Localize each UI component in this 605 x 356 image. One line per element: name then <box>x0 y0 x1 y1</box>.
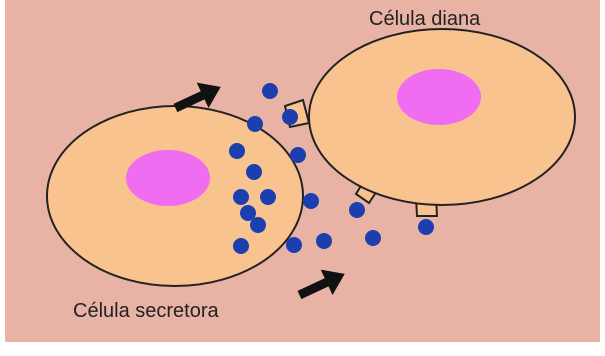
molecule <box>233 189 249 205</box>
molecule <box>418 219 434 235</box>
molecule <box>365 230 381 246</box>
molecule <box>246 164 262 180</box>
molecule <box>290 147 306 163</box>
molecule <box>316 233 332 249</box>
secretory-cell-nucleus <box>126 150 210 206</box>
molecule <box>349 202 365 218</box>
secretory-cell-label: Célula secretora <box>73 300 219 323</box>
cell-signaling-diagram: Célula diana Célula secretora <box>5 0 600 342</box>
target-cell-label: Célula diana <box>369 8 480 31</box>
molecule <box>229 143 245 159</box>
molecule <box>247 116 263 132</box>
target-cell <box>309 29 575 205</box>
molecule <box>303 193 319 209</box>
molecule <box>286 237 302 253</box>
molecule <box>282 109 298 125</box>
target-cell-nucleus <box>397 69 481 125</box>
molecule <box>233 238 249 254</box>
molecule <box>250 217 266 233</box>
diagram-canvas <box>5 0 600 342</box>
molecule <box>262 83 278 99</box>
molecule <box>260 189 276 205</box>
